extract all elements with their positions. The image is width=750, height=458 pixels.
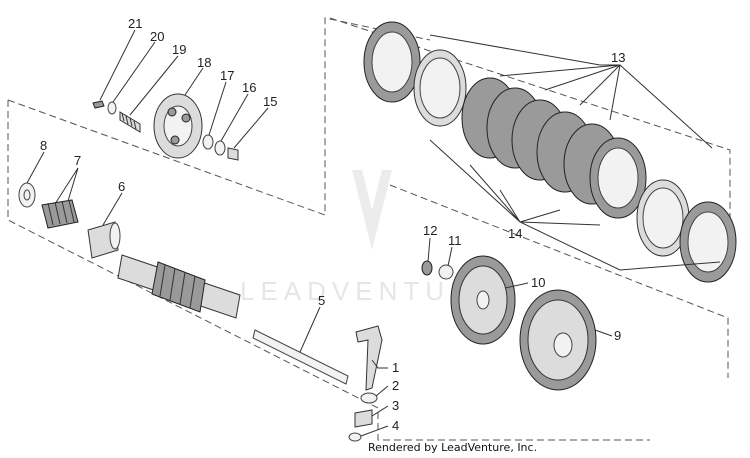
mainshaft-gear [151,261,206,313]
plate-stack-6-inner [597,147,639,209]
callout-3: 3 [392,398,399,413]
clutch-plates [363,21,737,283]
part-9-basket-bore [553,332,573,358]
part-2-washer [360,392,378,404]
leader-2 [375,385,389,397]
callout-21: 21 [128,16,142,31]
footer-credit: Rendered by LeadVenture, Inc. [368,441,537,454]
part-12-nut [421,260,433,276]
part-10-hub-bore [476,290,490,310]
plate-friction-front-inner [371,31,413,93]
callout-1: 1 [392,360,399,375]
part-18-post-a [167,107,177,117]
callout-14: 14 [508,226,522,241]
part-7-rollers [47,199,75,226]
callout-7: 7 [74,153,81,168]
bearing-assembly [18,182,121,259]
mainshaft [117,254,241,319]
leader-9 [594,329,613,337]
watermark-text: LEADVENTURE [240,276,498,306]
callout-9: 9 [614,328,621,343]
outline-plate-group [329,17,731,230]
part-3-bushing [354,409,373,428]
part-16-washer [214,140,226,156]
part-5-rod [252,329,349,385]
leader-4 [360,425,389,437]
outline-basket-group [389,184,729,378]
callout-labels: 21 20 19 18 17 16 15 8 7 6 5 1 2 3 4 12 … [40,16,625,433]
callout-12: 12 [423,223,437,238]
plate-steel-rear-inner [642,187,684,249]
callout-16: 16 [242,80,256,95]
push-rod [252,329,349,385]
part-15-nut [227,147,239,161]
leader-10 [504,282,529,289]
leader-lines [26,29,721,437]
clutch-hub [450,255,516,345]
part-20-washer [107,101,117,115]
small-gears [421,260,454,280]
part-18-post-b [181,113,191,123]
callout-2: 2 [392,378,399,393]
leader-11 [447,246,453,267]
callout-19: 19 [172,42,186,57]
callout-20: 20 [150,29,164,44]
callout-10: 10 [531,275,545,290]
watermark: LEADVENTURE [240,170,498,306]
clutch-basket [519,289,597,391]
leader-8 [26,151,45,184]
part-17-washer [202,134,214,150]
callout-13: 13 [611,50,625,65]
part-8-hole [23,189,31,201]
leader-7 [54,167,79,205]
leader-3 [371,405,389,417]
callout-11: 11 [448,233,462,248]
watermark-logo [352,170,392,250]
callout-18: 18 [197,55,211,70]
mainshaft-splines [159,264,196,309]
leader-19 [129,55,179,116]
part-21-screw [92,100,105,109]
leader-13 [429,34,713,149]
leader-15 [233,107,269,149]
part-18-post-c [170,135,180,145]
plate-steel-front-inner [419,57,461,119]
callout-4: 4 [392,418,399,433]
part-4-ring [348,432,362,442]
part-19-coils [121,112,137,130]
callout-8: 8 [40,138,47,153]
leader-17 [208,81,227,136]
leader-6 [102,192,123,226]
release-mechanism [348,325,383,442]
leader-5 [299,306,321,353]
pressure-plate-assembly [92,93,239,161]
callout-17: 17 [220,68,234,83]
leader-20 [112,41,156,103]
callout-5: 5 [318,293,325,308]
outline-lower-group [7,100,650,441]
leader-12 [427,237,431,263]
part-6-end [109,222,121,250]
part-11-gear [438,264,454,280]
callout-6: 6 [118,179,125,194]
leader-1 [371,359,388,369]
callout-15: 15 [263,94,277,109]
leader-21 [99,29,136,101]
leader-14 [429,139,721,271]
plate-friction-rear-inner [687,211,729,273]
part-1-lever [355,325,383,391]
leader-18 [184,67,204,96]
leader-16 [220,93,249,142]
